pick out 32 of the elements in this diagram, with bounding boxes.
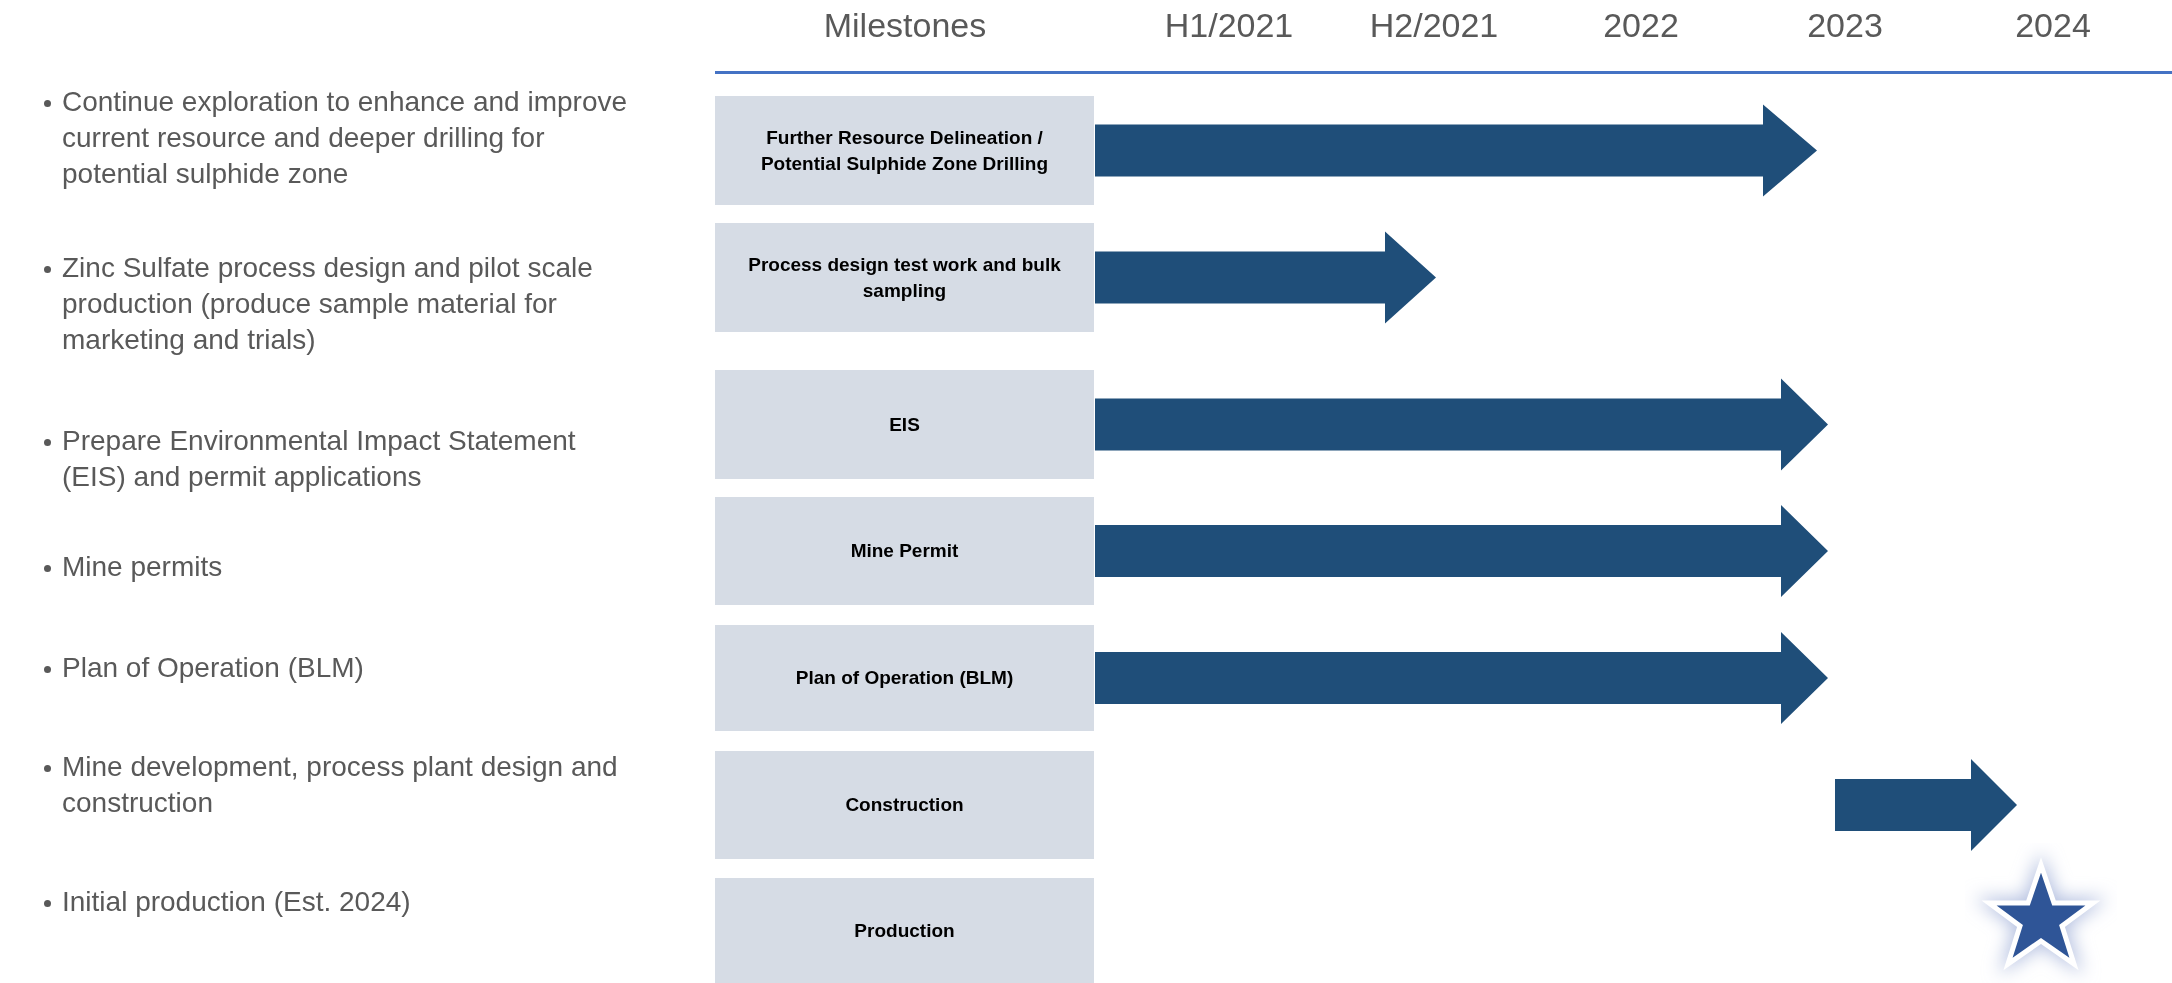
milestone-box (715, 497, 1094, 605)
bullet-text: Prepare Environmental Impact Statement (EIS) and permit applications (62, 424, 577, 494)
milestone-label: Construction (844, 793, 965, 817)
bullet-text: Mine development, process plant design and construction (62, 750, 619, 820)
column-header: Milestones (823, 6, 987, 45)
bullet-text: Initial production (Est. 2024) (62, 885, 412, 919)
bullet-text: Mine permits (62, 550, 224, 584)
column-header: H2/2021 (1369, 6, 1499, 45)
column-header: 2023 (1807, 6, 1883, 45)
milestone-label: Process design test work and bulk sampling (747, 252, 1062, 303)
bullet-text: Plan of Operation (BLM) (62, 651, 365, 685)
timeline-arrow (1095, 505, 1828, 597)
timeline-arrow (1095, 378, 1828, 471)
column-header: 2024 (2015, 6, 2091, 45)
milestone-label: Mine Permit (849, 539, 960, 563)
milestone-box (715, 625, 1094, 731)
column-header: 2022 (1603, 6, 1679, 45)
bullet-text: Zinc Sulfate process design and pilot scale production (produce sample material for marketing and trials) (62, 251, 594, 357)
timeline-arrow (1095, 104, 1817, 197)
milestone-label: Production (853, 918, 956, 943)
bullet-text: Continue exploration to enhance and improve current resource and deeper drilling for potential sulphide zone (62, 85, 629, 191)
timeline-arrow (1095, 632, 1828, 724)
milestone-box (715, 751, 1094, 859)
milestone-box (715, 878, 1094, 983)
milestone-label: Plan of Operation (BLM) (794, 666, 1015, 690)
milestone-box (715, 223, 1094, 332)
milestone-box (715, 96, 1094, 205)
timeline-arrow (1095, 231, 1436, 324)
milestone-label: EIS (888, 412, 921, 437)
milestone-box (715, 370, 1094, 479)
column-header: H1/2021 (1164, 6, 1294, 45)
milestone-label: Further Resource Delineation / Potential Sulphide Zone Drilling (759, 125, 1050, 176)
